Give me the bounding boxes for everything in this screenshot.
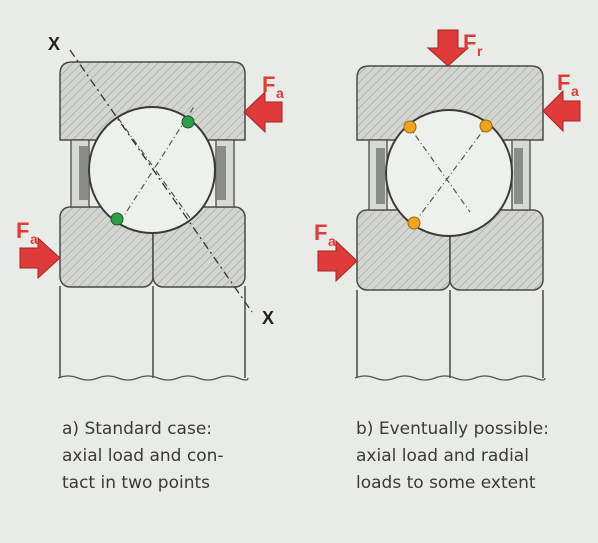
force-arrow-icon (426, 29, 470, 67)
contact-point-icon (403, 120, 417, 134)
caption-b-line-1: b) Eventually possible: (356, 419, 549, 439)
caption-a-line-2: axial load and con- (62, 446, 224, 466)
force-label-right-b: F (557, 70, 570, 95)
caption-a-line-3: tact in two points (62, 473, 210, 493)
diagram-b: F r F a F a (314, 29, 581, 381)
ball-icon (88, 106, 216, 234)
caption-a-line-1: a) Standard case: (62, 419, 213, 439)
contact-point-icon (110, 212, 124, 226)
outer-ring-a (59, 61, 246, 141)
contact-point-icon (407, 216, 421, 230)
force-label-left-sub-a: a (30, 231, 38, 247)
axis-line-a (69, 49, 253, 313)
outer-ring-b (356, 65, 544, 141)
caption-b-line-3: loads to some extent (356, 473, 536, 493)
contact-line-b2 (411, 123, 489, 227)
axis-label-top-a: X (48, 34, 60, 54)
force-label-left-b: F (314, 220, 327, 245)
seal-left-inner-a (79, 146, 88, 200)
force-arrow-icon (243, 90, 283, 134)
housing-lines-b (356, 290, 544, 378)
contact-point-icon (181, 115, 195, 129)
force-label-right-sub-a: a (276, 85, 284, 101)
contact-point-icon (479, 119, 493, 133)
force-arrow-icon (19, 236, 61, 280)
seal-left-inner-b (376, 148, 385, 204)
ball-icon (385, 109, 513, 237)
contact-line-b1 (407, 124, 471, 213)
force-label-left-sub-b: a (328, 233, 336, 249)
housing-lines-a (59, 286, 246, 378)
force-arrow-icon (317, 239, 358, 283)
axis-label-bottom-a: X (262, 308, 274, 328)
contact-line-a1 (119, 104, 196, 223)
force-label-right-a: F (262, 72, 275, 97)
force-label-left-a: F (16, 218, 29, 243)
caption-b-line-2: axial load and radial (356, 446, 529, 466)
force-arrow-icon (542, 89, 581, 133)
broken-edge-a (57, 375, 249, 381)
broken-edge-b (354, 375, 546, 381)
diagram-a: X X F a F a (16, 34, 284, 381)
force-label-top-b: F (463, 30, 476, 55)
seal-right-inner-a (217, 146, 226, 200)
caption-b: b) Eventually possible: axial load and r… (356, 416, 549, 497)
contact-line-a2 (117, 117, 191, 219)
seal-right-inner-b (514, 148, 523, 204)
force-label-top-sub-b: r (477, 43, 483, 59)
caption-a: a) Standard case: axial load and con- ta… (62, 416, 224, 497)
force-label-right-sub-b: a (571, 83, 579, 99)
